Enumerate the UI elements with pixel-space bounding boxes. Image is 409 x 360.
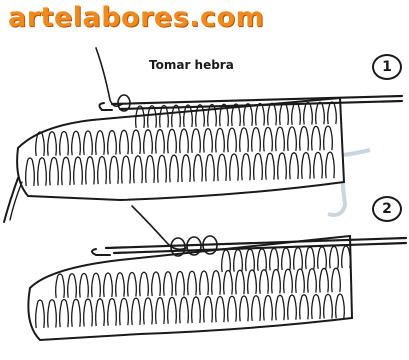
fabric-1-outline: [17, 98, 344, 200]
yarn-strand-1: [96, 48, 122, 106]
watermark-logo: artelabores.com: [8, 2, 264, 33]
instruction-label: Tomar hebra: [149, 58, 234, 72]
step-number-1: 1: [372, 54, 402, 80]
figure-2: [28, 206, 406, 340]
step-number-2: 2: [372, 196, 402, 222]
yarn-strand-2: [132, 206, 186, 249]
